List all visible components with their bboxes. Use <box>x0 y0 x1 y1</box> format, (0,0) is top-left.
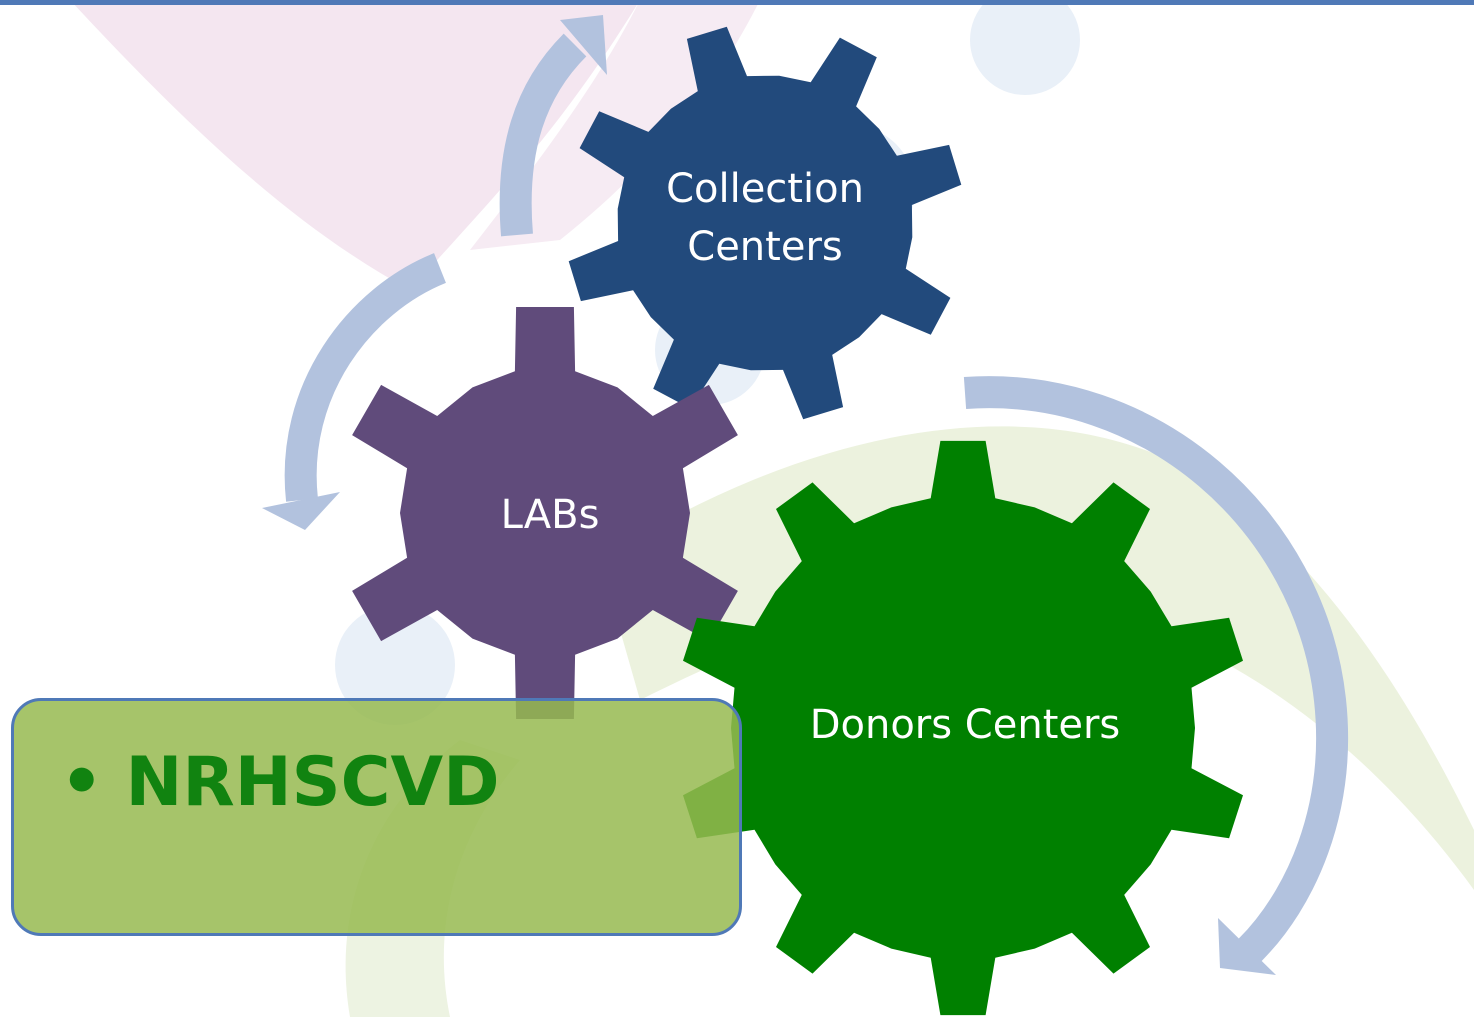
bullet-dot: • <box>60 743 104 822</box>
labs-gear <box>352 307 738 719</box>
gears <box>352 26 1243 1016</box>
collection-gear <box>568 26 962 420</box>
arrow-left-head <box>262 492 340 530</box>
blue-circle-lower-left <box>335 605 455 725</box>
arrow-right-curve <box>963 376 1349 962</box>
labs-label: LABs <box>500 492 600 538</box>
blue-circle-top-right <box>970 0 1080 95</box>
note-box: • NRHSCVD <box>11 698 742 936</box>
note-text: NRHSCVD <box>125 743 500 822</box>
note-bullet-item: • NRHSCVD <box>60 743 500 822</box>
donors-centers-label: Donors Centers <box>809 702 1121 748</box>
collection-label-line2: Centers <box>687 224 843 270</box>
pink-swoosh <box>70 0 640 290</box>
arrow-top-head <box>560 15 607 75</box>
cycle-arrows <box>262 15 1349 975</box>
arrow-right-head <box>1218 918 1276 975</box>
arrow-top-curve <box>499 33 587 237</box>
collection-centers-label: Collection Centers <box>600 160 930 276</box>
donors-gear <box>683 440 1243 1016</box>
top-rule <box>0 0 1474 5</box>
collection-label-line1: Collection <box>666 166 864 212</box>
arrow-left-curve <box>284 253 447 502</box>
